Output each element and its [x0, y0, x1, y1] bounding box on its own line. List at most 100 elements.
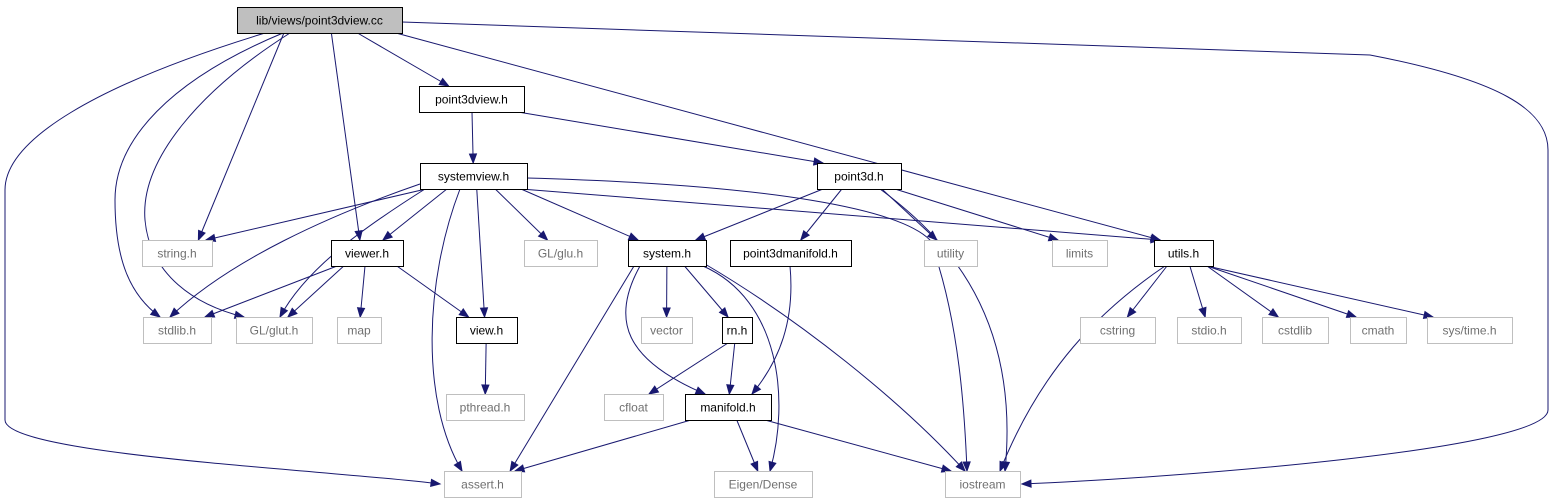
node-cstring: cstring — [1080, 317, 1156, 344]
dependency-edges — [4, 21, 1549, 488]
node-point3d-h[interactable]: point3d.h — [817, 163, 902, 190]
node-label: manifold.h — [700, 401, 755, 415]
arrowhead-viewer_h-to-view_h — [458, 308, 470, 318]
arrowhead-root-to-stdlib_h — [149, 307, 162, 318]
edge-systemview_h-to-gl_glu_h — [494, 188, 548, 241]
node-system-h[interactable]: system.h — [628, 240, 707, 267]
node-root[interactable]: lib/views/point3dview.cc — [237, 7, 403, 34]
arrowhead-utils_h-to-cstring — [1126, 306, 1137, 319]
node-assert-h: assert.h — [444, 471, 522, 498]
node-string-h: string.h — [142, 240, 213, 267]
edge-utils_h-to-sys_time_h — [1206, 265, 1434, 318]
file-nodes: lib/views/point3dview.cc point3dview.h sys… — [142, 7, 1513, 498]
arrowhead-systemview_h-to-iostream — [962, 461, 971, 473]
node-view-h[interactable]: view.h — [456, 317, 518, 344]
node-box — [641, 317, 693, 344]
arrowhead-manifold_h-to-iostream — [940, 464, 953, 473]
node-systemview-h[interactable]: systemview.h — [420, 163, 528, 190]
edge-system_h-to-manifold_h — [625, 265, 706, 395]
node-box — [722, 317, 753, 344]
arrowhead-systemview_h-to-stdlib_h — [168, 307, 180, 318]
node-label: pthread.h — [460, 401, 511, 415]
node-utility: utility — [924, 240, 978, 267]
arrowhead-systemview_h-to-assert_h — [453, 460, 463, 473]
edge-rn_h-to-cfloat — [648, 342, 729, 395]
node-label: point3dmanifold.h — [743, 247, 838, 261]
node-label: cmath — [1362, 324, 1395, 338]
node-pthread-h: pthread.h — [446, 394, 525, 421]
node-box — [446, 394, 525, 421]
node-label: stdlib.h — [158, 324, 196, 338]
node-label: cstring — [1100, 324, 1135, 338]
node-label: map — [347, 324, 371, 338]
arrowhead-system_h-to-vector — [662, 307, 671, 319]
node-label: point3d.h — [834, 170, 883, 184]
edge-manifold_h-to-iostream — [764, 419, 952, 472]
node-box — [1154, 240, 1214, 267]
node-label: lib/views/point3dview.cc — [256, 14, 383, 28]
node-eigen-dense: Eigen/Dense — [714, 471, 813, 498]
edge-root-to-point3dview_h — [357, 32, 449, 87]
arrowhead-point3dview_h-to-systemview_h — [468, 153, 478, 165]
edge-utils_h-to-cmath — [1206, 265, 1357, 318]
node-stdlib-h: stdlib.h — [143, 317, 212, 344]
node-cfloat: cfloat — [604, 394, 664, 421]
node-viewer-h[interactable]: viewer.h — [331, 240, 404, 267]
arrowhead-system_h-to-iostream — [955, 461, 966, 473]
edge-systemview_h-to-viewer_h — [382, 188, 448, 241]
node-label: limits — [1066, 247, 1093, 261]
edge-root-to-utils_h — [395, 32, 1161, 241]
node-manifold-h[interactable]: manifold.h — [685, 394, 772, 421]
arrowhead-viewer_h-to-stdlib_h — [203, 309, 216, 318]
node-label: system.h — [643, 247, 691, 261]
arrowhead-point3d_h-to-limits — [1047, 233, 1060, 242]
arrowhead-viewer_h-to-gl_glut_h — [286, 307, 298, 318]
node-label: stdio.h — [1191, 324, 1226, 338]
node-box — [1177, 317, 1242, 344]
node-label: utils.h — [1168, 247, 1199, 261]
edge-system_h-to-rn_h — [684, 265, 729, 318]
arrowhead-root-to-iostream — [1020, 479, 1032, 488]
node-box — [444, 471, 522, 498]
node-box — [685, 394, 772, 421]
arrowhead-root-to-string_h — [197, 229, 206, 242]
edge-root-to-stdlib_h — [114, 32, 284, 318]
node-limits: limits — [1052, 240, 1108, 267]
edge-utils_h-to-cstring — [1127, 265, 1168, 318]
arrowhead-systemview_h-to-view_h — [479, 307, 489, 319]
node-label: GL/glut.h — [250, 324, 299, 338]
node-rn-h[interactable]: rn.h — [722, 317, 753, 344]
edge-manifold_h-to-assert_h — [514, 419, 692, 472]
node-box — [1350, 317, 1407, 344]
node-gl-glut-h: GL/glut.h — [236, 317, 313, 344]
node-stdio-h: stdio.h — [1177, 317, 1242, 344]
node-label: GL/glu.h — [538, 247, 583, 261]
node-box — [1427, 317, 1513, 344]
node-box — [142, 240, 213, 267]
edge-root-to-assert_h — [4, 32, 441, 485]
node-label: cfloat — [619, 401, 648, 415]
node-utils-h[interactable]: utils.h — [1154, 240, 1214, 267]
node-point3dview-h[interactable]: point3dview.h — [419, 86, 525, 113]
arrowhead-view_h-to-pthread_h — [481, 384, 490, 396]
arrowhead-systemview_h-to-viewer_h — [381, 230, 394, 241]
node-box — [143, 317, 212, 344]
node-box — [456, 317, 518, 344]
node-label: rn.h — [727, 324, 748, 338]
arrowhead-root-to-point3dview_h — [438, 77, 450, 87]
node-box — [331, 240, 404, 267]
arrowhead-root-to-assert_h — [430, 478, 442, 487]
node-label: iostream — [959, 478, 1005, 492]
node-box — [420, 163, 528, 190]
edge-point3d_h-to-system_h — [695, 188, 824, 241]
node-label: sys/time.h — [1442, 324, 1496, 338]
arrowhead-utils_h-to-cmath — [1345, 309, 1358, 318]
node-label: string.h — [157, 247, 196, 261]
arrowhead-systemview_h-to-gl_glu_h — [537, 230, 549, 241]
edge-point3dmanifold_h-to-manifold_h — [751, 265, 792, 395]
node-point3dmanifold-h[interactable]: point3dmanifold.h — [730, 240, 852, 267]
edge-utils_h-to-iostream — [999, 265, 1166, 472]
node-box — [1080, 317, 1156, 344]
node-box — [337, 317, 382, 344]
